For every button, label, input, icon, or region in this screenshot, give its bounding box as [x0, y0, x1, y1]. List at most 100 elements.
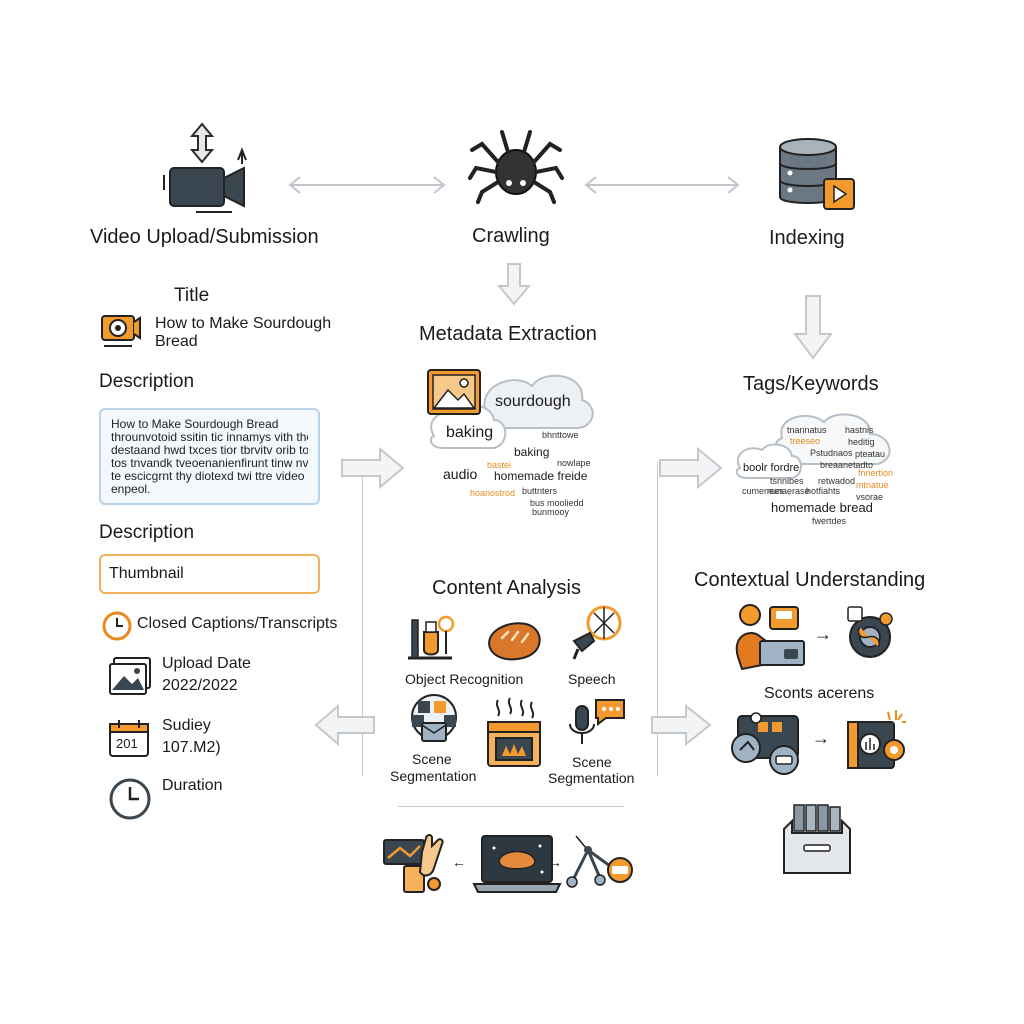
- connector-line: [362, 462, 363, 776]
- scene-segmentation-1-line2: Segmentation: [390, 768, 477, 784]
- cloud-word: retwadod: [818, 476, 856, 486]
- calendar-number: 201: [116, 736, 138, 751]
- stage-tags-label: Tags/Keywords: [743, 373, 879, 395]
- clock-icon: [108, 777, 152, 821]
- media-controls-icon: [728, 710, 806, 776]
- cloud-word: hastnis: [845, 425, 874, 435]
- cloud-word: bunmooy: [532, 507, 570, 517]
- cloud-word: vsorae: [856, 492, 884, 502]
- cloud-word: bastei: [487, 460, 512, 470]
- cloud-word: hoanostrod: [470, 488, 516, 498]
- upload-date-label: Upload Date: [162, 655, 251, 672]
- sudiey-value: 107.M2): [162, 739, 221, 756]
- cloud-word: hotfiahts: [806, 486, 841, 496]
- main-tag: homemade bread: [771, 500, 873, 515]
- down-arrow: [792, 294, 834, 360]
- description-line: enpeol.: [111, 483, 151, 496]
- divider-line: [398, 806, 624, 807]
- microphone-chat-icon: [566, 698, 628, 750]
- person-analysis-icon: [732, 601, 808, 673]
- duration-label: Duration: [162, 777, 223, 794]
- down-arrow: [496, 262, 532, 306]
- network-robot-icon: [566, 830, 636, 892]
- camera-icon: [844, 708, 910, 772]
- cloud-word: tsnnibes: [770, 476, 804, 486]
- stage-metadata-label: Metadata Extraction: [419, 323, 597, 345]
- flow-left-arrow: ←: [452, 854, 466, 870]
- cloud-word: homemade freide: [494, 469, 588, 483]
- right-arrow: [650, 703, 712, 747]
- cloud-word: Pstudnaos: [810, 448, 853, 458]
- right-arrow: [658, 446, 724, 490]
- captions-label: Closed Captions/Transcripts: [137, 615, 338, 632]
- bread-icon: [484, 618, 542, 664]
- stage-indexing-label: Indexing: [769, 227, 845, 249]
- description-line: How to Make Sourdough Bread: [111, 418, 279, 431]
- webcam-icon: [100, 312, 142, 350]
- flow-right-arrow: →: [812, 728, 830, 748]
- description2-heading: Description: [99, 522, 195, 543]
- flow-right-arrow: →: [814, 624, 832, 644]
- cloud-word: sourdough: [495, 393, 571, 410]
- metadata-cloud-graphic: [424, 364, 604, 464]
- cloud-word: audio: [443, 466, 478, 482]
- thumbnail-field[interactable]: Thumbnail: [99, 554, 320, 594]
- brain-gear-icon: [842, 603, 900, 665]
- oven-icon: [484, 696, 544, 770]
- title-value-line1: How to Make Sourdough: [155, 315, 332, 332]
- cloud-word: boolr fordre: [743, 462, 800, 474]
- upload-date-value: 2022/2022: [162, 677, 238, 694]
- scene-label: Sconts acerens: [764, 685, 875, 702]
- title-heading: Title: [174, 285, 210, 306]
- description-heading: Description: [99, 371, 195, 392]
- cloud-word: baking: [446, 424, 494, 441]
- left-arrow: [314, 703, 376, 747]
- cloud-word: nowlape: [557, 458, 591, 468]
- flow-right-arrow: →: [548, 854, 562, 870]
- cloud-word: breaanetadto: [820, 460, 874, 470]
- video-camera-upload-icon: [160, 120, 250, 215]
- cloud-word: pteatau: [855, 449, 886, 459]
- sudiey-label: Sudiey: [162, 717, 211, 734]
- bidirectional-arrow: [582, 174, 742, 196]
- description-line: tos tnvandk tveoenanienfirunt tinw nv th…: [111, 457, 308, 470]
- cloud-word: nunaerase: [767, 486, 810, 496]
- cloud-word: fwertdes: [812, 516, 847, 526]
- scene-segmentation-2-line1: Scene: [572, 754, 612, 770]
- description-line: throunvotoid ssitin tic innamys vith the: [111, 431, 308, 444]
- speech-tool-icon: [564, 603, 626, 663]
- cloud-word: bhnttowe: [542, 430, 579, 440]
- right-arrow: [340, 446, 406, 490]
- spider-icon: [468, 128, 564, 204]
- cloud-word: tnannatus: [787, 425, 827, 435]
- lab-icon: [404, 610, 456, 662]
- title-value-line2: Bread: [155, 333, 198, 350]
- cloud-word: cumenees: [742, 486, 784, 496]
- stage-contextual-label: Contextual Understanding: [694, 569, 926, 591]
- stage-crawling-label: Crawling: [472, 225, 550, 247]
- connector-line: [657, 462, 658, 776]
- cloud-word: bus mooliedd: [530, 498, 584, 508]
- cloud-word: fnnertion: [858, 468, 894, 478]
- scene-segmentation-2-line2: Segmentation: [548, 770, 635, 786]
- description-line: te escicgrnt thy diotexd twi ttre video: [111, 470, 305, 483]
- scene-segmentation-1-line1: Scene: [412, 751, 452, 767]
- hand-tablet-icon: [382, 832, 448, 894]
- scene-grid-icon: [406, 693, 462, 747]
- cloud-word: baking: [514, 445, 550, 459]
- calendar-icon: [108, 718, 150, 758]
- bidirectional-arrow: [286, 174, 448, 196]
- description-box[interactable]: How to Make Sourdough Bread throunvotoid…: [99, 408, 320, 505]
- object-recognition-label: Object Recognition: [405, 671, 524, 687]
- clock-icon: [101, 610, 133, 642]
- stage-content-label: Content Analysis: [432, 577, 581, 599]
- speech-label: Speech: [568, 671, 616, 687]
- cloud-word: buttnters: [522, 486, 558, 496]
- description-line: destaand hwd txces tior tbrvitv orib tos: [111, 444, 308, 457]
- cloud-word: mtnatue: [856, 480, 889, 490]
- thumbnail-label: Thumbnail: [109, 565, 184, 582]
- image-icon: [108, 656, 152, 696]
- file-cabinet-icon: [780, 803, 854, 875]
- laptop-bread-icon: [472, 834, 562, 894]
- cloud-word: heditig: [848, 437, 875, 447]
